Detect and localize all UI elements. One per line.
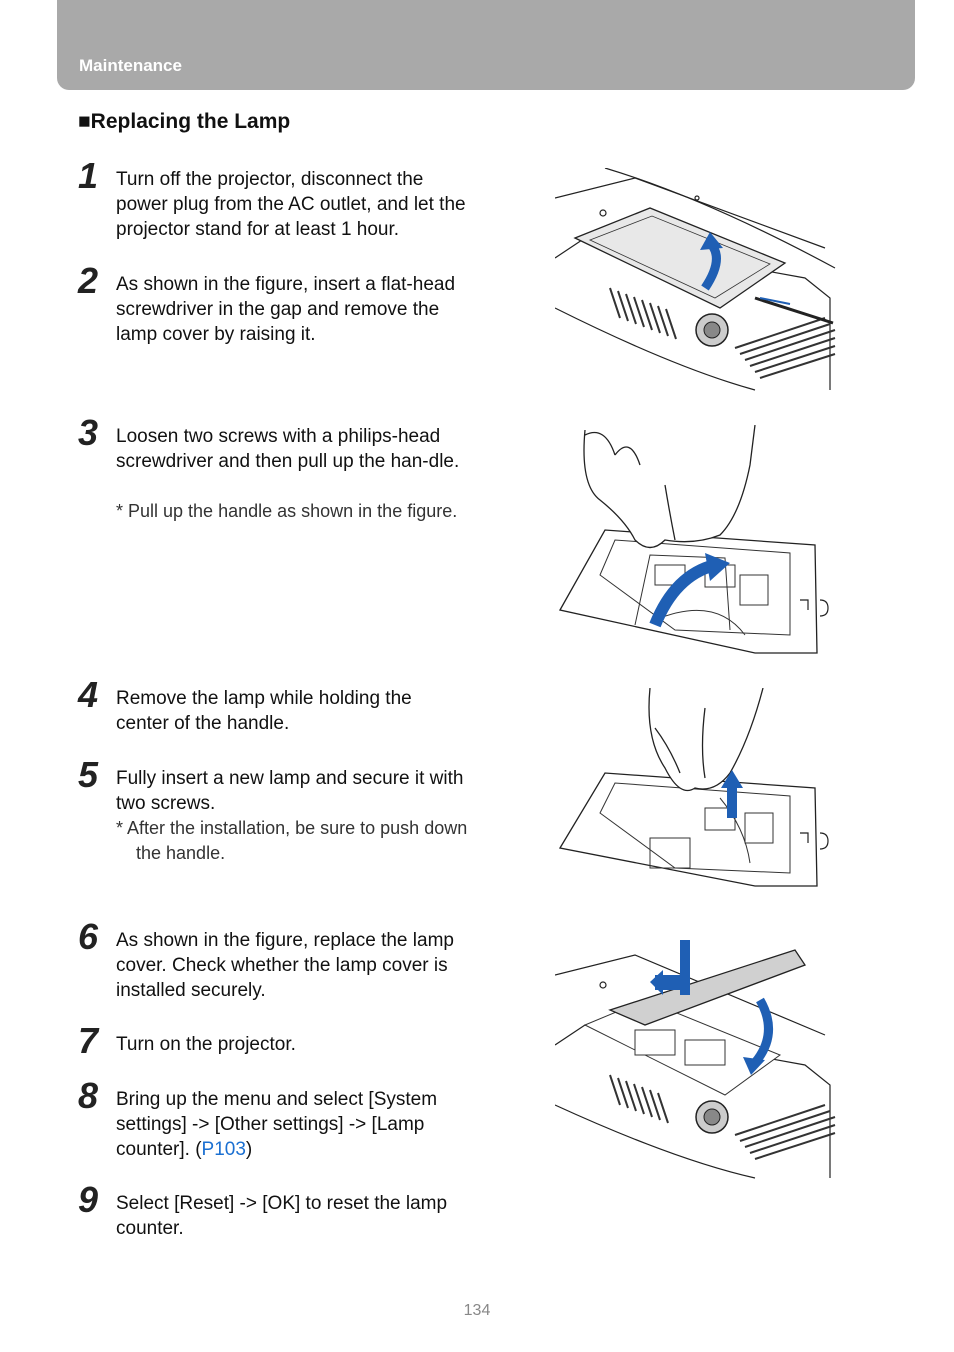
step-text-1: Turn off the projector, disconnect the p…	[116, 169, 466, 240]
figure-replace-lamp-cover	[555, 940, 836, 1179]
step-text-7: Turn on the projector.	[116, 1034, 296, 1055]
step-number-5: 5	[78, 754, 99, 795]
step-text-5: Fully insert a new lamp and secure it wi…	[116, 768, 464, 814]
step-text-6: As shown in the figure, replace the lamp…	[116, 930, 454, 1001]
page-title: ■Replacing the Lamp	[78, 110, 291, 133]
step-number-4: 4	[78, 674, 99, 715]
step-text-4: Remove the lamp while holding the center…	[116, 688, 412, 734]
step-number-9: 9	[78, 1179, 99, 1220]
page-link-p103[interactable]: P103	[201, 1139, 246, 1160]
step-number-3: 3	[78, 412, 99, 453]
figure-pull-handle	[559, 425, 829, 654]
page-number: 134	[463, 1302, 491, 1319]
page-header: Maintenance	[57, 0, 915, 90]
step-number-6: 6	[78, 916, 99, 957]
step-text-8-before: Bring up the menu and select [System set…	[116, 1089, 438, 1160]
step-note-3: * Pull up the handle as shown in the fig…	[116, 501, 458, 521]
section-title: Maintenance	[79, 56, 182, 75]
step-note-5: * After the installation, be sure to pus…	[116, 818, 468, 863]
step-text-9: Select [Reset] -> [OK] to reset the lamp…	[116, 1193, 448, 1239]
figure-remove-lamp-cover	[555, 168, 836, 391]
step-number-2: 2	[78, 260, 99, 301]
step-text-8: Bring up the menu and select [System set…	[116, 1087, 466, 1162]
step-text-8-after: )	[245, 1139, 253, 1160]
step-number-1: 1	[78, 155, 99, 196]
step-number-8: 8	[78, 1075, 99, 1116]
step-text-2: As shown in the figure, insert a flat-he…	[116, 274, 456, 345]
step-number-7: 7	[78, 1020, 99, 1061]
step-text-3: Loosen two screws with a philips-head sc…	[116, 426, 460, 472]
figure-remove-lamp	[558, 688, 829, 887]
